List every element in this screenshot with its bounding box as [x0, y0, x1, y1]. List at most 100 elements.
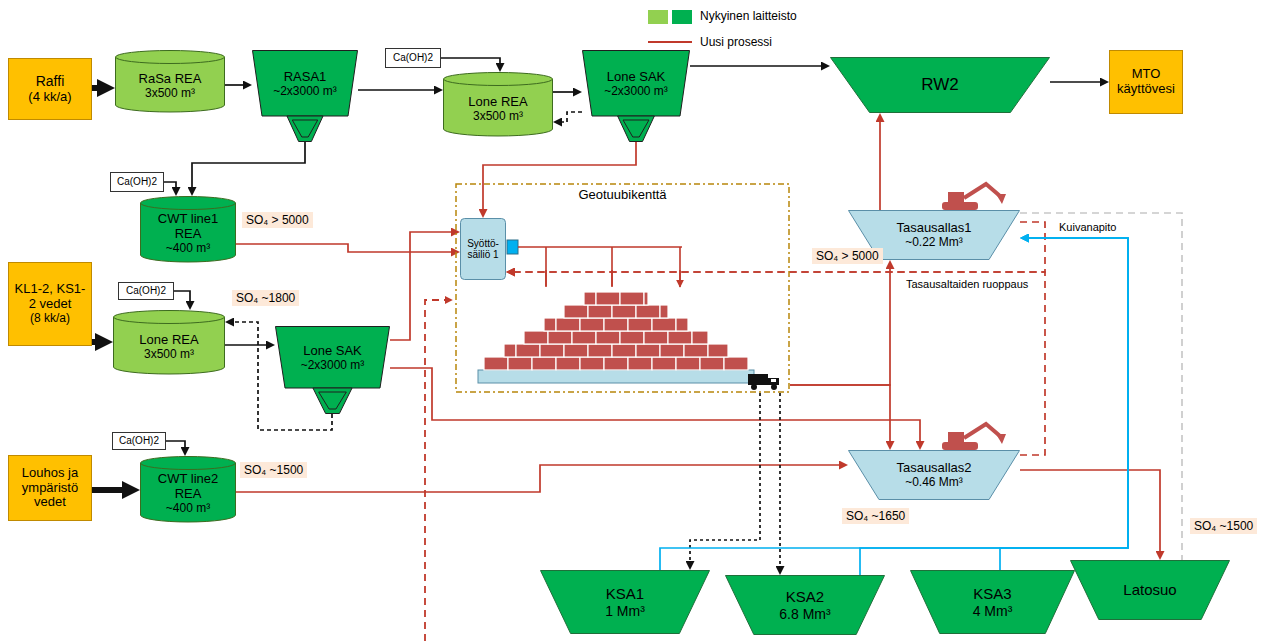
tank: Lone REA3x500 m³ — [113, 310, 225, 374]
node-title: Ca(OH)2 — [119, 435, 159, 447]
flow-connector — [225, 84, 248, 86]
flow-connector — [511, 272, 1046, 455]
legend-swatch — [672, 10, 692, 24]
node-text: Louhos ja ympäristö vedet — [8, 455, 92, 521]
chemical-box: Ca(OH)2 — [112, 432, 166, 450]
node-title: Lone REA — [468, 95, 527, 110]
node-title: Ca(OH)2 — [117, 176, 157, 188]
source-box: Raffi(4 kk/a) — [8, 58, 92, 120]
legend-line — [648, 41, 692, 43]
basin: RW2 — [830, 57, 1050, 113]
node-title: Geotuubikenttä — [578, 188, 666, 203]
clarifier: Lone SAK~2x3000 m³ — [582, 50, 690, 142]
flow-connector — [1020, 470, 1160, 556]
node-detail: ~2x3000 m³ — [301, 359, 365, 373]
node-title: Syöttö-säiliö 1 — [464, 238, 502, 261]
flow-connector — [92, 487, 131, 493]
node-detail: ~0.46 Mm³ — [905, 476, 963, 490]
basin: KSA26.8 Mm³ — [725, 575, 885, 635]
node-title: Ca(OH)2 — [393, 52, 433, 64]
flow-connector — [790, 265, 890, 386]
flow-connector — [236, 244, 456, 252]
tank: Lone REA3x500 m³ — [443, 72, 553, 136]
flow-connector — [690, 65, 826, 67]
node-title: RASA1 — [284, 70, 327, 85]
node-text: KSA26.8 Mm³ — [725, 575, 885, 635]
source-box: KL1-2, KS1-2 vedet(8 kk/a) — [8, 262, 92, 346]
node-title: Tasausallas2 — [896, 461, 971, 476]
geotube-field: GeotuubikenttäSyöttö-säiliö 1 — [455, 183, 790, 393]
node-title: Raffi — [36, 73, 65, 89]
flow-connector — [225, 344, 271, 346]
node-text: Syöttö-säiliö 1 — [460, 218, 506, 280]
legend-text: Uusi prosessi — [700, 35, 772, 49]
flow-connector — [390, 368, 920, 446]
node-detail: ~2x3000 m³ — [273, 85, 337, 99]
node-detail: (4 kk/a) — [28, 90, 71, 105]
source-box: Louhos ja ympäristö vedet — [8, 455, 92, 521]
node-text: Ca(OH)2 — [118, 282, 174, 300]
flow-connector — [1050, 81, 1105, 83]
node-text: Ca(OH)2 — [112, 432, 166, 450]
concentration-tag: SO₄ ~1500 — [1190, 518, 1257, 534]
flow-connector — [390, 232, 456, 340]
node-title: RW2 — [921, 75, 958, 95]
node-detail: 3x500 m³ — [145, 87, 195, 101]
node-detail: 3x500 m³ — [473, 110, 523, 124]
node-text: Geotuubikenttä — [455, 183, 790, 203]
node-detail: ~0.22 Mm³ — [905, 236, 963, 250]
flow-connector — [660, 238, 1128, 570]
flow-connector — [483, 142, 636, 214]
node-outline — [455, 183, 790, 393]
node-title: Latosuo — [1123, 581, 1176, 598]
flow-connector — [553, 91, 578, 93]
node-title: Lone REA — [139, 333, 198, 348]
excavator-symbol — [942, 424, 1006, 450]
flow-connector — [192, 142, 305, 192]
flow-connector — [166, 441, 185, 452]
feed-tank: Syöttö-säiliö 1 — [460, 218, 506, 280]
node-detail: 1 Mm³ — [605, 603, 645, 619]
feed-line — [518, 247, 682, 286]
node-title: Lone SAK — [607, 70, 666, 85]
node-text: Lone SAK~2x3000 m³ — [275, 326, 390, 414]
tank: RaSa REA3x500 m³ — [115, 50, 225, 112]
target-box: MTO käyttövesi — [1109, 50, 1183, 114]
flow-note: Kuivanapito — [1058, 221, 1118, 234]
node-detail: (8 kk/a) — [30, 312, 70, 326]
legend-swatch — [648, 10, 668, 24]
flow-connector — [164, 182, 176, 192]
basin: KSA11 Mm³ — [540, 570, 710, 634]
node-text: CWT line2 REA~400 m³ — [140, 456, 236, 522]
node-text: Lone SAK~2x3000 m³ — [582, 50, 690, 142]
clarifier: RASA1~2x3000 m³ — [252, 50, 358, 142]
node-detail: 4 Mm³ — [973, 603, 1013, 619]
flow-connector — [1020, 213, 1182, 560]
node-text: KSA11 Mm³ — [540, 570, 710, 634]
node-text: Latosuo — [1070, 560, 1230, 620]
basin: KSA34 Mm³ — [910, 570, 1075, 634]
chemical-box: Ca(OH)2 — [110, 172, 164, 192]
node-title: CWT line1 REA — [145, 212, 231, 242]
node-text: RW2 — [830, 57, 1050, 113]
node-text: Lone REA3x500 m³ — [113, 310, 225, 374]
node-title: Louhos ja ympäristö vedet — [12, 466, 88, 511]
flow-connector — [860, 238, 1128, 575]
node-title: Ca(OH)2 — [126, 285, 166, 297]
node-text: Ca(OH)2 — [110, 172, 164, 192]
node-detail: 6.8 Mm³ — [779, 606, 830, 622]
flow-note: Tasausaltaiden ruoppaus — [905, 278, 1029, 291]
concentration-tag: SO₄ > 5000 — [812, 248, 883, 264]
node-text: Ca(OH)2 — [385, 48, 441, 68]
concentration-tag: SO₄ ~1800 — [232, 290, 299, 306]
chemical-box: Ca(OH)2 — [118, 282, 174, 300]
node-text: Raffi(4 kk/a) — [8, 58, 92, 120]
flow-connector — [690, 393, 760, 566]
inflow-line — [425, 300, 452, 641]
node-detail: ~400 m³ — [166, 502, 210, 516]
truck-symbol — [748, 374, 779, 390]
geotube-plate — [478, 370, 754, 383]
flow-connector — [879, 118, 881, 211]
flow-connector — [174, 291, 190, 306]
